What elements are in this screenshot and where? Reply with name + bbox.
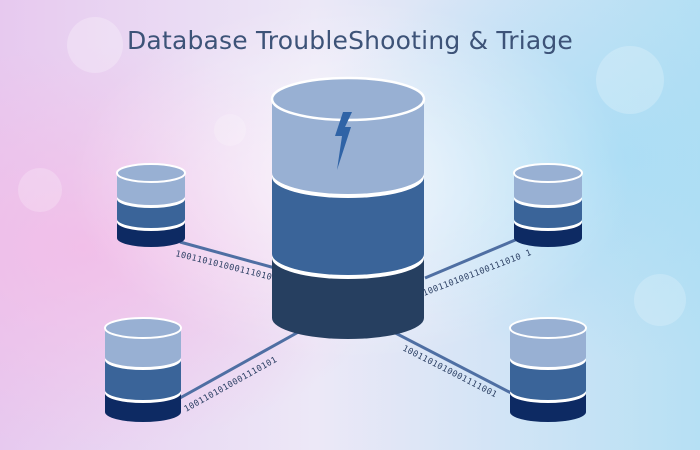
database-bottom-right [509, 317, 587, 422]
connector-top-right [424, 236, 521, 280]
bokeh-circle [18, 168, 62, 212]
main-database-middle-tier [272, 177, 424, 275]
database-top-left [116, 163, 186, 247]
database-top-right [513, 163, 583, 247]
connector-bottom-right [379, 323, 516, 397]
bokeh-circle [214, 114, 246, 146]
page-title: Database TroubleShooting & Triage [126, 26, 574, 55]
binary-label-bottom-left: 1001101010001110101 [183, 355, 280, 415]
bokeh-circle [67, 17, 123, 73]
bokeh-circle [596, 46, 664, 114]
bokeh-circle [634, 274, 686, 326]
main-database [270, 76, 426, 339]
binary-label-bottom-right: 1001101010001111001 [401, 344, 499, 401]
main-database-top-tier [272, 99, 424, 194]
connector-top-left [179, 240, 276, 270]
lightning-crack-icon [335, 112, 352, 170]
main-database-bottom-tier [272, 258, 424, 339]
database-bottom-left [104, 317, 182, 422]
